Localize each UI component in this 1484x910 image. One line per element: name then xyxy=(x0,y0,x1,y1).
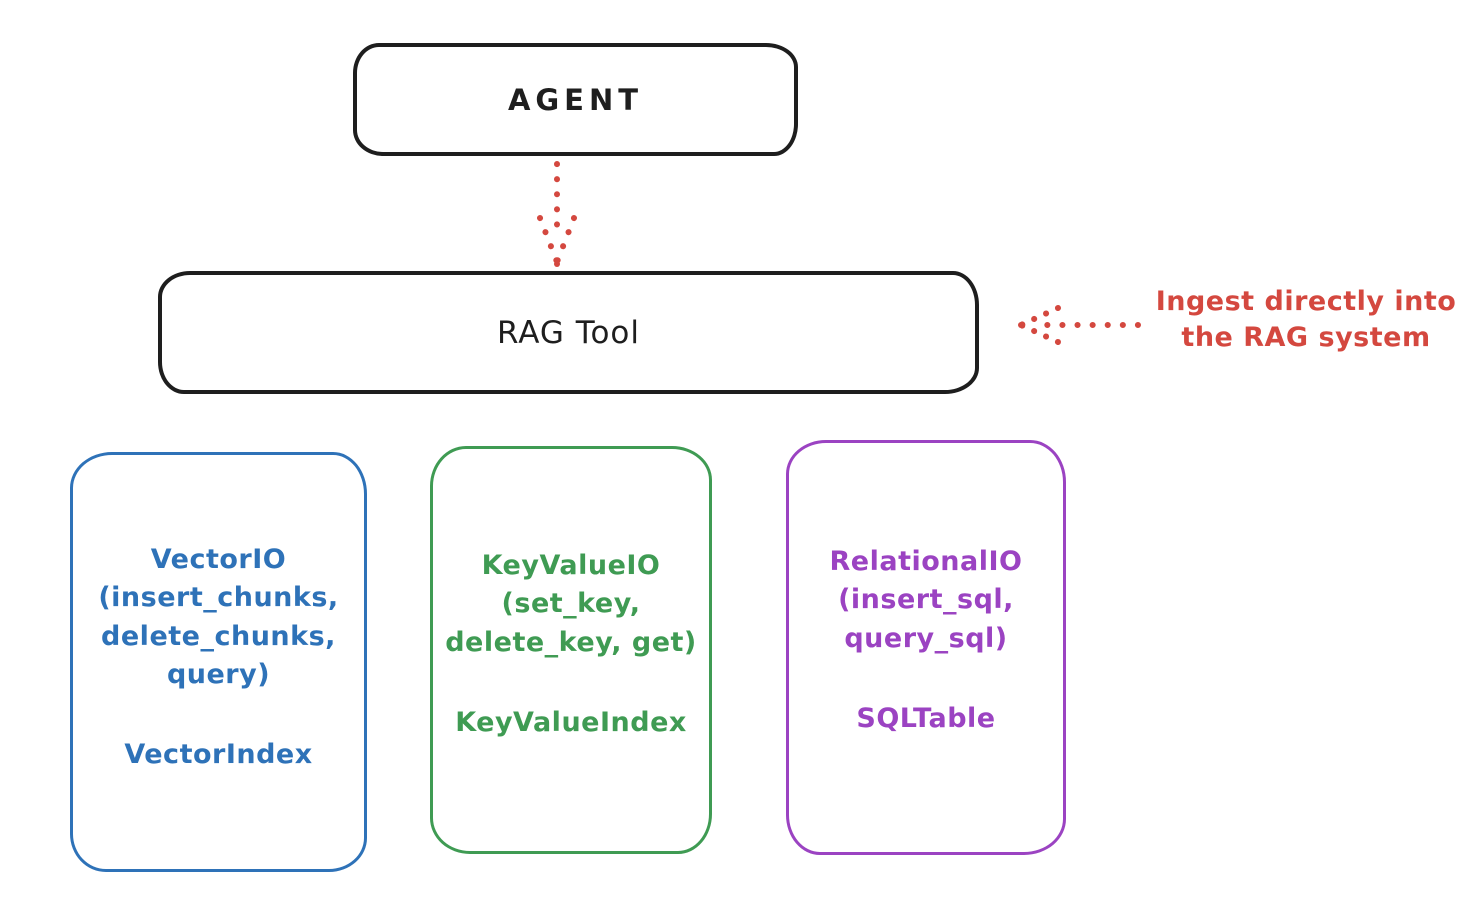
keyvalue-io-title: KeyValueIO xyxy=(481,550,661,581)
ingest-annotation-line2: the RAG system xyxy=(1181,322,1431,354)
relational-io-title: RelationalIO xyxy=(829,546,1023,577)
ingest-annotation: Ingest directly into the RAG system xyxy=(1138,284,1474,357)
rag-tool-label: RAG Tool xyxy=(496,314,641,351)
vector-io-method-line: query) xyxy=(166,658,271,690)
keyvalue-io-method-line: (set_key, xyxy=(501,588,641,620)
vector-index-label: VectorIndex xyxy=(124,739,313,771)
rag-tool-box: RAG Tool xyxy=(158,271,979,394)
keyvalue-index-label: KeyValueIndex xyxy=(455,706,687,738)
relational-io-method-line: query_sql) xyxy=(844,622,1008,654)
vector-io-title: VectorIO xyxy=(150,544,287,575)
sql-table-label: SQLTable xyxy=(856,702,996,734)
relational-io-method-line: (insert_sql, xyxy=(838,584,1014,616)
vector-io-method-line: delete_chunks, xyxy=(101,620,336,652)
agent-to-rag-arrow-icon xyxy=(537,161,577,267)
agent-label: AGENT xyxy=(507,82,644,117)
ingest-arrow-icon xyxy=(1018,305,1141,345)
agent-box: AGENT xyxy=(353,43,798,156)
keyvalue-io-box: KeyValueIO (set_key, delete_key, get) Ke… xyxy=(430,446,712,854)
vector-io-box: VectorIO (insert_chunks, delete_chunks, … xyxy=(70,452,367,872)
relational-io-box: RelationalIO (insert_sql, query_sql) SQL… xyxy=(786,440,1066,855)
ingest-annotation-line1: Ingest directly into xyxy=(1155,286,1457,317)
keyvalue-io-method-line: delete_key, get) xyxy=(445,626,697,658)
vector-io-method-line: (insert_chunks, xyxy=(98,582,339,614)
